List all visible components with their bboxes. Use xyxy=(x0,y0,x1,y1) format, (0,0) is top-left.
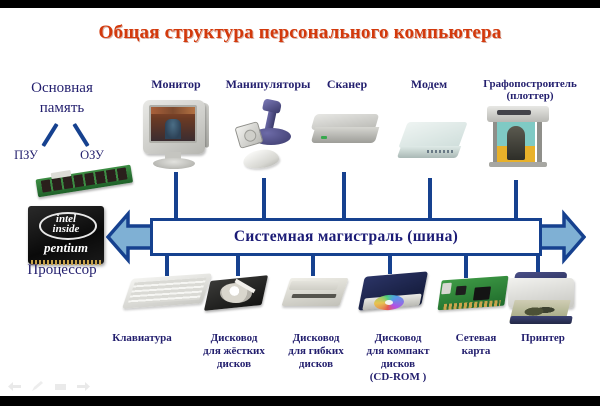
memory-branch-right-line xyxy=(72,122,90,148)
system-bus-label: Системная магистраль (шина) xyxy=(233,228,459,245)
processor-label: Процессор xyxy=(27,262,97,278)
cpu-brand-line1: intel xyxy=(55,213,77,225)
page-title: Общая структура персонального компьютера xyxy=(98,22,502,43)
connector-line-keyboard xyxy=(165,254,169,276)
device-label-cdrom-line2: для компакт xyxy=(366,345,430,357)
memory-branch-left-line xyxy=(41,122,59,148)
connector-line-monitor xyxy=(174,172,178,220)
device-label-fdd-line1: Дисковод xyxy=(292,332,340,344)
pen-tool-button[interactable] xyxy=(31,379,44,391)
connector-line-plotter xyxy=(514,180,518,220)
device-label-hdd-line2: для жёстких xyxy=(203,345,265,357)
menu-button[interactable] xyxy=(54,379,67,390)
slide-bottom-letterbox xyxy=(0,396,600,406)
bus-arrow-right-icon xyxy=(538,209,586,265)
cpu-chip-icon: intel inside pentium xyxy=(28,206,104,265)
memory-title-line1: Основная xyxy=(31,80,93,96)
plotter-icon xyxy=(487,106,551,170)
slide-top-letterbox xyxy=(0,0,600,8)
device-label-scanner: Сканер xyxy=(326,77,368,91)
device-label-plotter-line1: Графопостроитель xyxy=(483,78,577,90)
ram-module-icon xyxy=(35,159,134,200)
connector-line-scanner xyxy=(342,172,346,220)
memory-ram-label: ОЗУ xyxy=(80,148,104,162)
device-label-hdd-line1: Дисковод xyxy=(210,332,258,344)
floppy-drive-icon xyxy=(281,278,349,310)
connector-line-nic xyxy=(464,254,468,278)
connector-line-manipulators xyxy=(262,178,266,220)
device-label-nic-line1: Сетевая xyxy=(455,332,497,344)
previous-slide-button[interactable] xyxy=(8,379,21,391)
connector-line-modem xyxy=(428,178,432,220)
modem-icon xyxy=(396,122,468,162)
next-slide-button[interactable] xyxy=(77,379,90,391)
device-label-fdd-line3: дисков xyxy=(298,358,334,370)
connector-line-cdrom xyxy=(388,254,392,274)
connector-line-printer xyxy=(536,254,540,274)
device-label-cdrom-line3: дисков xyxy=(380,358,416,370)
network-card-icon xyxy=(437,275,510,312)
cd-rom-drive-icon xyxy=(357,271,429,314)
slideshow-controls[interactable] xyxy=(8,379,90,391)
cpu-brand-line2: inside xyxy=(52,223,80,235)
device-label-cdrom-line4: (CD-ROM ) xyxy=(369,371,427,383)
connector-line-hdd xyxy=(236,254,240,276)
crt-monitor-icon xyxy=(143,99,213,172)
device-label-nic-line2: карта xyxy=(461,345,491,357)
hard-disk-drive-icon xyxy=(203,275,269,312)
keyboard-icon xyxy=(121,273,213,310)
device-label-modem: Модем xyxy=(410,77,448,91)
device-label-cdrom-line1: Дисковод xyxy=(374,332,422,344)
device-label-monitor: Монитор xyxy=(151,77,201,91)
device-label-plotter-line2: (плоттер) xyxy=(506,90,554,102)
device-label-hdd-line3: дисков xyxy=(216,358,252,370)
device-label-keyboard-line1: Клавиатура xyxy=(112,332,172,344)
joystick-mouse-icon xyxy=(234,98,299,176)
flatbed-scanner-icon xyxy=(310,110,381,150)
device-label-printer-line1: Принтер xyxy=(521,332,565,344)
system-bus-bar xyxy=(150,218,542,256)
memory-rom-label: ПЗУ xyxy=(14,148,38,162)
memory-title-line2: память xyxy=(39,100,85,116)
connector-line-fdd xyxy=(311,254,315,276)
device-label-manipulators: Манипуляторы xyxy=(225,77,311,91)
device-label-fdd-line2: для гибких xyxy=(288,345,344,357)
bus-arrow-left-icon xyxy=(106,209,154,265)
printer-icon xyxy=(508,272,578,326)
cpu-model-text: pentium xyxy=(43,240,89,255)
